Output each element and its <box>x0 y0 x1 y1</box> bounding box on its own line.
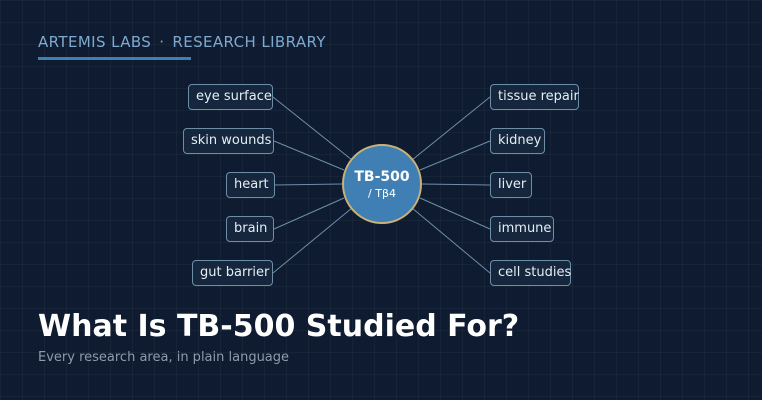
connector-brain <box>273 197 345 230</box>
node-eye-surface: eye surface <box>188 84 273 110</box>
section-name: RESEARCH LIBRARY <box>172 33 326 51</box>
node-heart: heart <box>226 172 275 198</box>
connector-cell-studies <box>411 207 491 274</box>
connector-kidney <box>419 140 491 171</box>
node-tissue-repair: tissue repair <box>490 84 579 110</box>
brand-underline <box>38 57 191 60</box>
hub-title: TB-500 <box>354 168 410 185</box>
hub-node: TB-500 / Tβ4 <box>342 144 422 224</box>
page-title: What Is TB-500 Studied For? <box>38 309 520 344</box>
connector-eye-surface <box>272 96 353 161</box>
brand-separator: · <box>159 33 165 51</box>
connector-immune <box>419 197 491 230</box>
node-brain: brain <box>226 216 274 242</box>
node-kidney: kidney <box>490 128 545 154</box>
node-skin-wounds: skin wounds <box>183 128 274 154</box>
node-immune: immune <box>490 216 554 242</box>
connector-liver <box>421 183 491 186</box>
node-liver: liver <box>490 172 532 198</box>
brand-header: ARTEMIS LABS · RESEARCH LIBRARY <box>38 33 326 51</box>
connector-gut-barrier <box>272 207 353 274</box>
hub-subtitle: / Tβ4 <box>368 186 396 200</box>
page-subtitle: Every research area, in plain language <box>38 350 290 365</box>
node-gut-barrier: gut barrier <box>192 260 273 286</box>
node-cell-studies: cell studies <box>490 260 571 286</box>
connector-heart <box>274 183 343 186</box>
connector-skin-wounds <box>273 140 345 171</box>
brand-name: ARTEMIS LABS <box>38 33 152 51</box>
connector-tissue-repair <box>411 96 491 161</box>
